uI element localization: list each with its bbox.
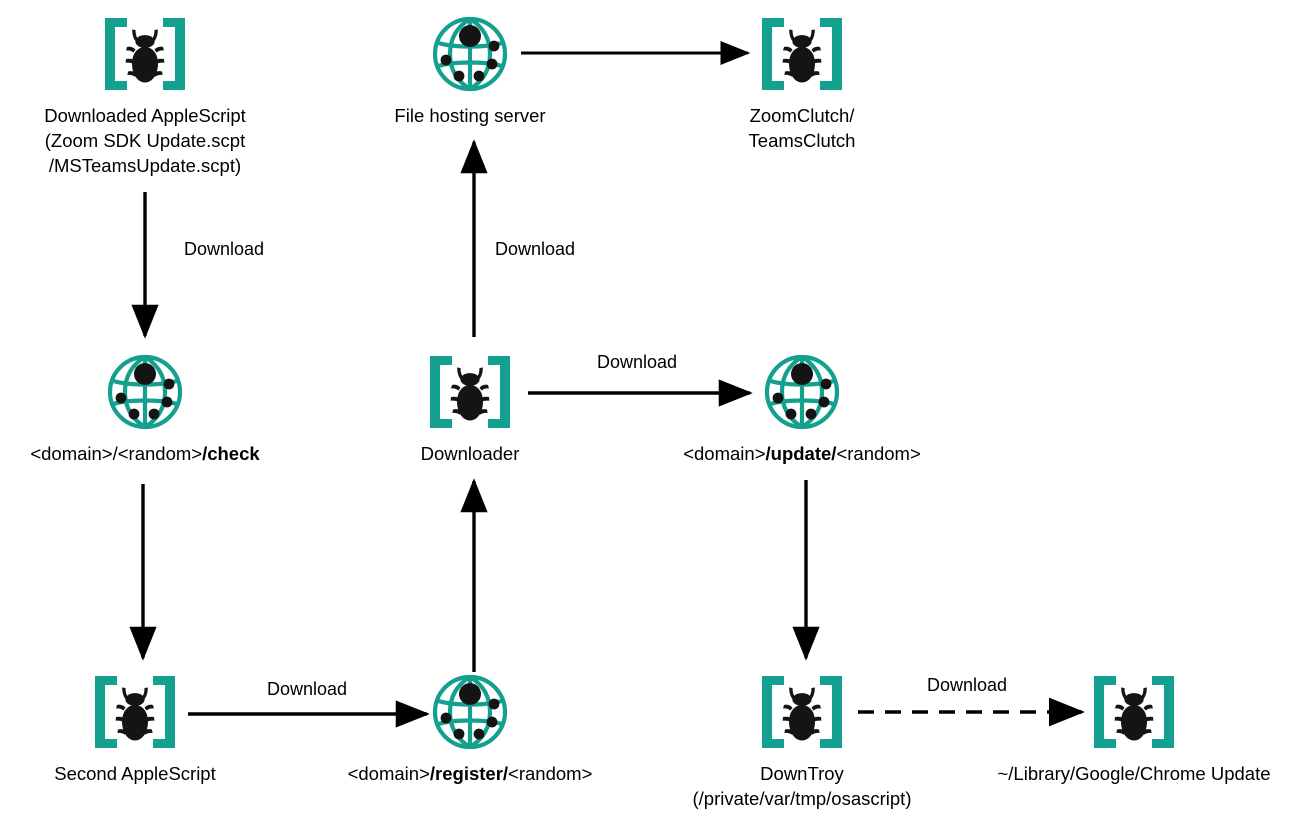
node-label: ZoomClutch/ TeamsClutch <box>748 105 856 151</box>
network-globe-icon <box>97 352 193 432</box>
node-downtroy[interactable]: DownTroy (/private/var/tmp/osascript) <box>642 672 962 811</box>
node-zoomclutch-teamsclutch[interactable]: ZoomClutch/ TeamsClutch <box>642 14 962 153</box>
bug-bracket-icon <box>87 672 183 752</box>
node-domain-register-random[interactable]: <domain>/register/<random> <box>310 672 630 786</box>
bug-bracket-icon <box>754 672 850 752</box>
node-downloaded-applescript[interactable]: Downloaded AppleScript (Zoom SDK Update.… <box>0 14 305 178</box>
node-label: Downloader <box>420 443 520 464</box>
node-label-domain-random-check: <domain>/<random>/check <box>30 443 260 464</box>
node-file-hosting-server[interactable]: File hosting server <box>310 14 630 128</box>
network-globe-icon <box>754 352 850 432</box>
bug-bracket-icon <box>422 352 518 432</box>
node-label: Downloaded AppleScript (Zoom SDK Update.… <box>44 105 246 176</box>
bug-bracket-icon <box>1086 672 1182 752</box>
node-label: ~/Library/Google/Chrome Update <box>997 763 1271 784</box>
edge-label-downtroy-to-chrome-update: Download <box>927 675 1008 695</box>
edge-label-second-applescript-to-register: Download <box>267 679 348 699</box>
node-domain-random-check[interactable]: <domain>/<random>/check <box>0 352 305 466</box>
node-second-applescript[interactable]: Second AppleScript <box>0 672 295 786</box>
bug-bracket-icon <box>754 14 850 94</box>
network-globe-icon <box>422 672 518 752</box>
node-chrome-update[interactable]: ~/Library/Google/Chrome Update <box>974 672 1294 786</box>
node-label: DownTroy (/private/var/tmp/osascript) <box>692 763 912 809</box>
node-label: Second AppleScript <box>54 763 216 784</box>
edge-label-downloader-to-update: Download <box>597 352 678 372</box>
network-globe-icon <box>422 14 518 94</box>
edge-label-downloader-to-server: Download <box>495 239 576 259</box>
node-label-domain-register-random: <domain>/register/<random> <box>347 763 593 784</box>
node-label: File hosting server <box>394 105 546 126</box>
bug-bracket-icon <box>97 14 193 94</box>
node-domain-update-random[interactable]: <domain>/update/<random> <box>642 352 962 466</box>
edge-label-applescript-to-check: Download <box>184 239 265 259</box>
node-downloader[interactable]: Downloader <box>310 352 630 466</box>
node-label-domain-update-random: <domain>/update/<random> <box>683 443 921 464</box>
